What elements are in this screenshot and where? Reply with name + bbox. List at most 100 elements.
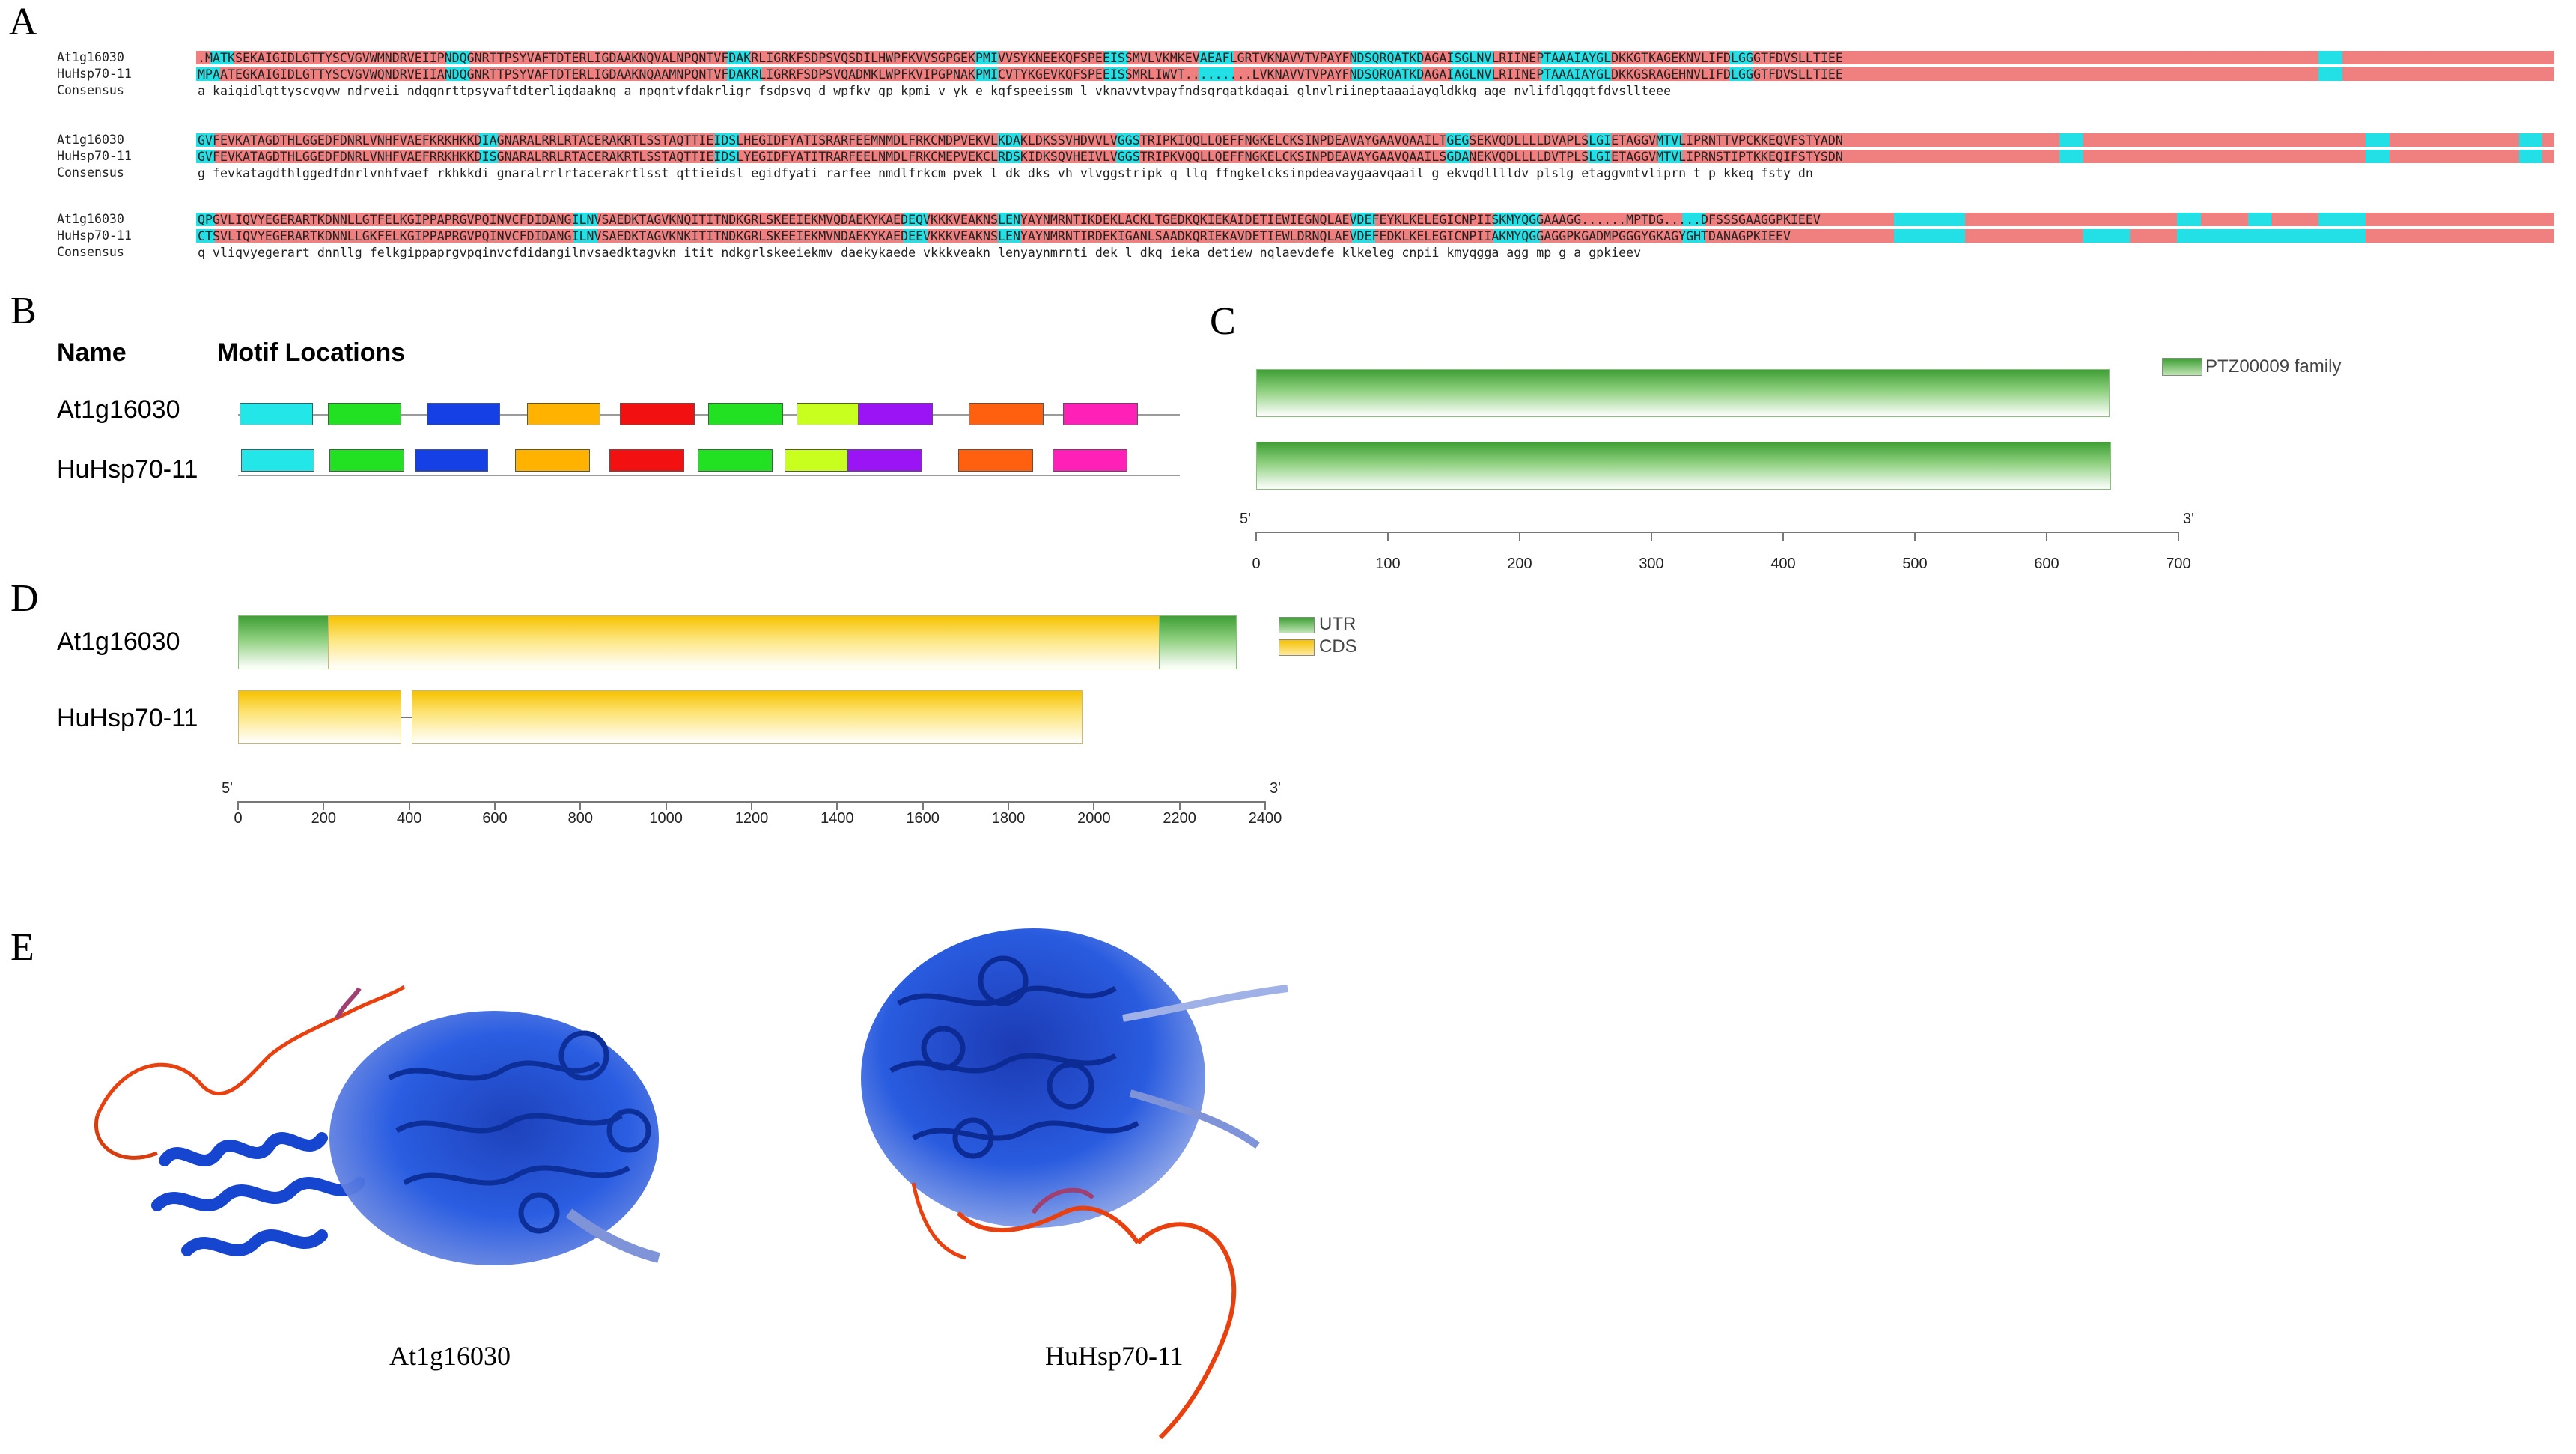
motif-box (609, 449, 684, 472)
similar-residue-highlight (2518, 150, 2543, 163)
similar-residue-highlight (998, 133, 1022, 147)
axis-tick (1178, 801, 1181, 810)
similar-residue-highlight (904, 229, 928, 243)
axis-tick-label: 300 (1639, 556, 1664, 572)
motif-box (1053, 449, 1127, 472)
sequence-track: CTSVLIQVYEGERARTKDNNLLGKFELKGIPPAPRGVPQI… (196, 229, 2554, 243)
domain-bar (1256, 369, 2110, 417)
axis-tick (1093, 801, 1095, 810)
axis-tick (922, 801, 924, 810)
motif-box (785, 449, 847, 472)
similar-residue-highlight (1493, 229, 1541, 243)
similar-residue-highlight (2366, 133, 2390, 147)
sequence-text: GVFEVKATAGDTHLGGEDFDNRLVNHFVAEFKRKHKKDIA… (198, 133, 1843, 147)
sequence-track: g fevkatagdthlggedfdnrlvnhfvaef rkhkkdi … (196, 166, 2554, 180)
sequence-name: HuHsp70-11 (57, 149, 132, 163)
sequence-track: MPAATEGKAIGIDLGTTYSCVGVWQNDRVEIIANDQGNRT… (196, 67, 2554, 81)
sequence-track: GVFEVKATAGDTHLGGEDFDNRLVNHFVAEFKRKHKKDIA… (196, 133, 2554, 147)
motif-box (527, 403, 600, 425)
panel-c-label: C (1210, 300, 1236, 343)
similar-residue-highlight (210, 51, 234, 64)
panel-d-label: D (10, 577, 39, 620)
axis-start-label: 5' (222, 780, 233, 797)
similar-residue-highlight (1540, 67, 1611, 81)
similar-residue-highlight (1450, 51, 1493, 64)
sequence-name: At1g16030 (57, 50, 124, 64)
motif-box (329, 449, 404, 472)
similar-residue-highlight (1446, 150, 1470, 163)
gene-structure-label: At1g16030 (57, 627, 180, 656)
similar-residue-highlight (1103, 67, 1128, 81)
axis-tick (836, 801, 838, 810)
axis-tick-label: 1000 (649, 810, 683, 827)
similar-residue-highlight (998, 213, 1022, 226)
similar-residue-highlight (445, 51, 470, 64)
similar-residue-highlight (1540, 51, 1611, 64)
protein-structure-image (94, 985, 660, 1265)
axis-tick-label: 600 (482, 810, 508, 827)
axis-line (1256, 532, 2178, 533)
similar-residue-highlight (1351, 229, 1375, 243)
utr-legend-swatch (1279, 617, 1315, 633)
axis-tick (408, 801, 410, 810)
cds-segment (238, 690, 401, 744)
similar-residue-highlight (974, 51, 998, 64)
axis-tick (1008, 801, 1009, 810)
similar-residue-highlight (998, 150, 1022, 163)
axis-tick-label: 400 (396, 810, 422, 827)
axis-end-label: 3' (1270, 780, 1281, 797)
cds-segment (412, 690, 1083, 744)
axis-tick-label: 800 (567, 810, 594, 827)
similar-residue-highlight (1351, 51, 1422, 64)
motif-box (958, 449, 1033, 472)
axis-tick (1914, 532, 1916, 541)
protein-structure-image (861, 928, 1288, 1440)
axis-tick-label: 700 (2166, 556, 2191, 572)
cds-legend-label: CDS (1319, 636, 1357, 657)
axis-tick (579, 801, 582, 810)
similar-residue-highlight (1681, 229, 1705, 243)
similar-residue-highlight (1729, 67, 1753, 81)
sequence-track: a kaigidlgttyscvgvw ndrveii ndqgnrttpsyv… (196, 84, 2554, 97)
axis-tick-label: 0 (1252, 556, 1261, 572)
axis-tick-label: 100 (1375, 556, 1401, 572)
sequence-text: .MATKSEKAIGIDLGTTYSCVGVWMNDRVEIIPNDQGNRT… (198, 51, 1843, 64)
axis-tick-label: 200 (1507, 556, 1532, 572)
structure-label: HuHsp70-11 (1045, 1341, 1184, 1371)
similar-residue-highlight (1587, 150, 1611, 163)
axis-tick-label: 500 (1902, 556, 1928, 572)
similar-residue-highlight (1450, 67, 1493, 81)
motif-box (620, 403, 695, 425)
similar-residue-highlight (2059, 133, 2083, 147)
similar-residue-highlight (2083, 229, 2130, 243)
similar-residue-highlight (998, 229, 1022, 243)
similar-residue-highlight (1894, 213, 1965, 226)
motif-box (415, 449, 488, 472)
similar-residue-highlight (2059, 150, 2083, 163)
axis-tick-label: 400 (1770, 556, 1796, 572)
motif-box (969, 403, 1044, 425)
similar-residue-highlight (196, 213, 216, 226)
similar-residue-highlight (726, 67, 762, 81)
similar-residue-highlight (2177, 229, 2366, 243)
similar-residue-highlight (479, 133, 499, 147)
axis-end-label: 3' (2183, 511, 2194, 527)
similar-residue-highlight (1351, 213, 1375, 226)
utr-segment (238, 615, 329, 669)
similar-residue-highlight (1198, 67, 1234, 81)
cds-legend-swatch (1279, 639, 1315, 656)
axis-tick (1782, 532, 1784, 541)
axis-tick-label: 600 (2034, 556, 2059, 572)
similar-residue-highlight (1493, 213, 1541, 226)
similar-residue-highlight (196, 150, 216, 163)
similar-residue-highlight (974, 67, 998, 81)
motif-name-header: Name (57, 338, 127, 367)
motif-gene-label: HuHsp70-11 (57, 455, 198, 484)
axis-tick (751, 801, 752, 810)
axis-tick-label: 1800 (991, 810, 1026, 827)
similar-residue-highlight (1198, 51, 1234, 64)
axis-tick (237, 801, 239, 810)
motif-box (515, 449, 590, 472)
similar-residue-highlight (2318, 213, 2366, 226)
sequence-name: Consensus (57, 165, 124, 180)
